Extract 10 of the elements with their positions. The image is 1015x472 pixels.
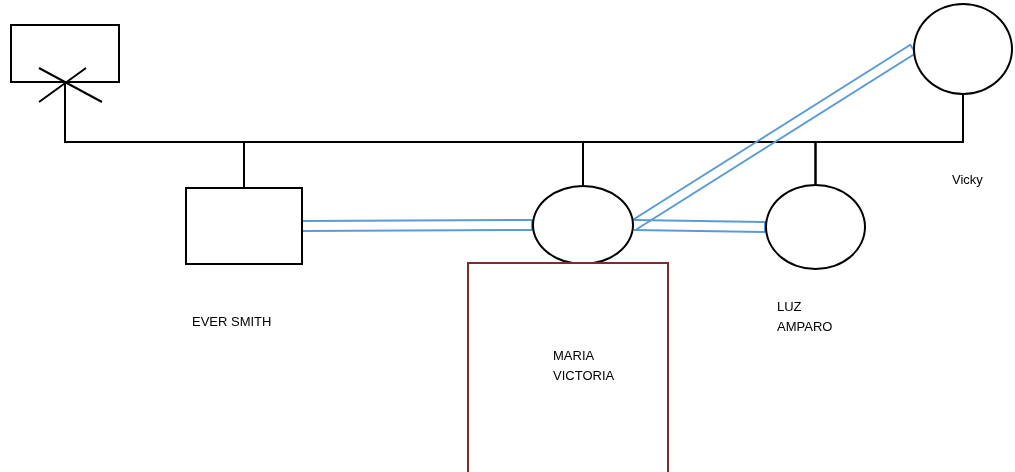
person-name: EVER SMITH bbox=[192, 313, 273, 331]
person-box bbox=[467, 262, 669, 472]
person-name: MARIA VICTORIA bbox=[553, 347, 616, 385]
male-square bbox=[10, 24, 120, 83]
male-square bbox=[185, 187, 303, 265]
relationship-double-line bbox=[632, 219, 767, 233]
person-name: LUZ AMPARO bbox=[777, 298, 834, 336]
person-name: Vicky bbox=[952, 171, 984, 189]
relationship-double-line bbox=[302, 219, 534, 232]
family-line bbox=[814, 94, 964, 185]
